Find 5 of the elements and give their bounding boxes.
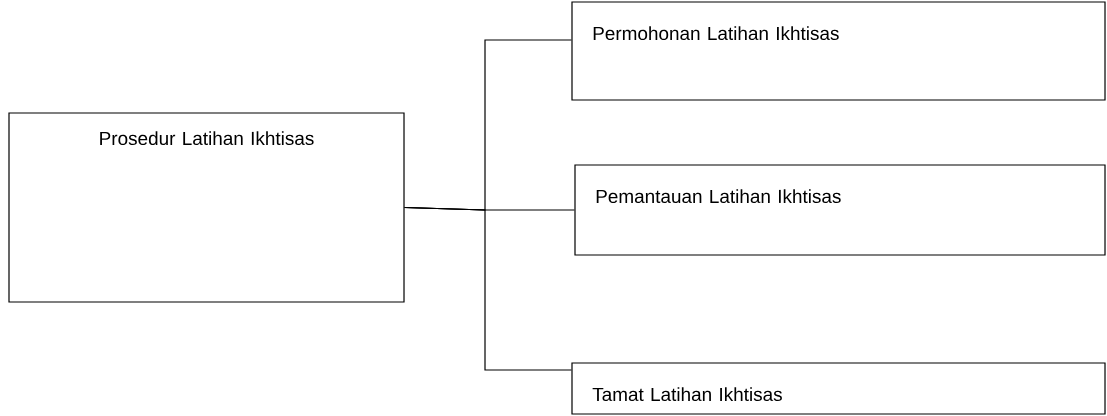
- process-box: Permohonan Latihan Ikhtisas: [571, 1, 1106, 101]
- process-box: Prosedur Latihan Ikhtisas: [8, 112, 405, 303]
- process-box: Pemantauan Latihan Ikhtisas: [574, 164, 1106, 256]
- connector-line: [404, 206, 572, 371]
- process-box: Tamat Latihan Ikhtisas: [571, 362, 1106, 415]
